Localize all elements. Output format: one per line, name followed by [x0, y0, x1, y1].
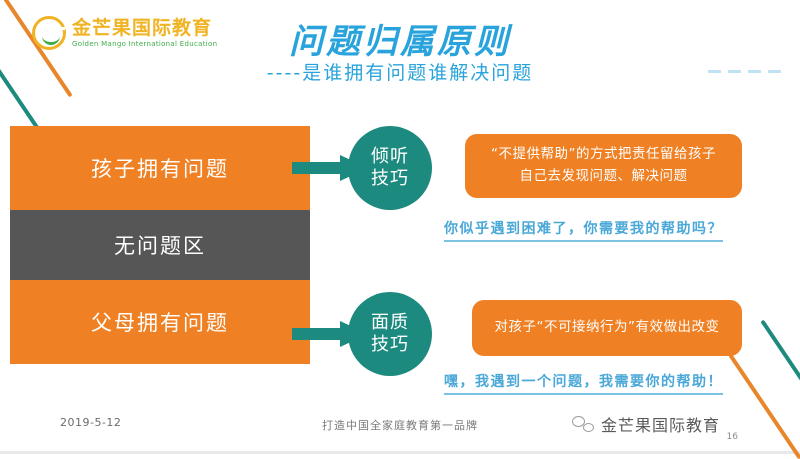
dashed-line-decoration	[708, 70, 786, 73]
callout-listening-description: “不提供帮助”的方式把责任留给孩子 自己去发现问题、解决问题	[465, 134, 742, 198]
footer-slogan: 打造中国全家庭教育第一品牌	[322, 419, 478, 432]
footer-wechat-account: 金芒果国际教育	[571, 412, 720, 436]
example-script-listening: 你似乎遇到困难了，你需要我的帮助吗？	[444, 218, 723, 242]
wechat-icon	[571, 416, 594, 432]
band-no-problem-zone: 无问题区	[10, 210, 310, 280]
wechat-bubble-small	[582, 423, 594, 432]
band-label: 无问题区	[114, 234, 206, 258]
circle-label-line1: 面质	[371, 311, 409, 333]
footer-date: 2019-5-12	[60, 416, 122, 429]
circle-label-line1: 倾听	[371, 145, 409, 167]
brand-name-cn: 金芒果国际教育	[72, 16, 213, 39]
band-label: 父母拥有问题	[91, 311, 229, 335]
page-title: 问题归属原则	[289, 22, 511, 62]
callout-line2: 自己去发现问题、解决问题	[519, 168, 688, 184]
callout-line1: 对孩子“不可接纳行为”有效做出改变	[494, 319, 720, 336]
skill-circle-confrontation: 面质 技巧	[348, 292, 432, 376]
callout-line1: “不提供帮助”的方式把责任留给孩子	[491, 146, 716, 163]
band-parent-owns-problem: 父母拥有问题	[10, 280, 310, 364]
callout-confrontation-description: 对孩子“不可接纳行为”有效做出改变	[472, 300, 742, 356]
example-script-confrontation: 嘿，我遇到一个问题，我需要你的帮助！	[444, 371, 723, 395]
golden-mango-circle-icon	[32, 16, 66, 50]
brand-name-en: Golden Mango International Education	[72, 39, 218, 48]
circle-label-line2: 技巧	[371, 334, 409, 355]
page-subtitle: ----是谁拥有问题谁解决问题	[266, 62, 534, 84]
diagonal-line-teal	[760, 319, 800, 426]
page-number: 16	[726, 432, 738, 442]
arrow-shaft	[292, 162, 344, 174]
wechat-bubble-large	[571, 416, 585, 427]
skill-circle-listening: 倾听 技巧	[348, 126, 432, 210]
band-label: 孩子拥有问题	[91, 157, 229, 181]
brand-logo: 金芒果国际教育 Golden Mango International Educa…	[32, 16, 217, 50]
arrow-shaft	[292, 328, 344, 340]
problem-ownership-bands: 孩子拥有问题 无问题区 父母拥有问题	[10, 126, 310, 364]
circle-label-line2: 技巧	[371, 168, 409, 189]
brand-logo-text: 金芒果国际教育 Golden Mango International Educa…	[72, 16, 218, 48]
band-child-owns-problem: 孩子拥有问题	[10, 126, 310, 210]
diagonal-line-orange	[728, 353, 800, 459]
wechat-account-name: 金芒果国际教育	[600, 416, 720, 435]
